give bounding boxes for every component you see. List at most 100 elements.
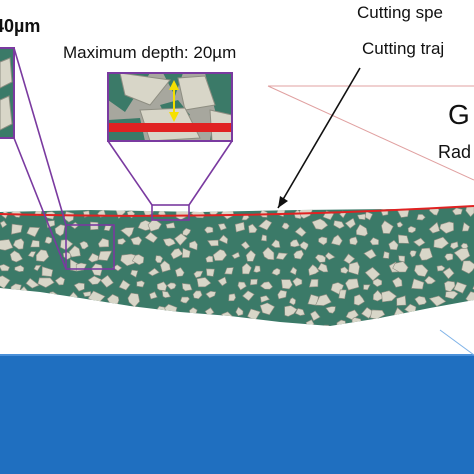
abrasive-grain — [37, 277, 55, 288]
abrasive-grain — [97, 237, 110, 248]
abrasive-grain — [416, 214, 426, 221]
abrasive-grain — [248, 223, 258, 234]
abrasive-grain — [428, 295, 447, 307]
abrasive-grain — [349, 236, 358, 246]
abrasive-grain — [75, 309, 88, 321]
abrasive-grain — [9, 250, 23, 263]
abrasive-grain — [324, 251, 336, 261]
abrasive-grain — [409, 250, 417, 258]
abrasive-grain — [54, 276, 66, 286]
abrasive-grain — [26, 226, 41, 238]
abrasive-grain — [357, 213, 366, 221]
abrasive-grain — [120, 227, 135, 238]
abrasive-grain — [363, 321, 375, 326]
abrasive-grain — [181, 283, 193, 292]
abrasive-grain — [105, 302, 119, 315]
abrasive-grain — [289, 297, 296, 306]
max-depth-source-box — [151, 204, 190, 221]
abrasive-grain — [196, 277, 212, 288]
abrasive-grain — [451, 207, 463, 216]
abrasive-grain — [472, 282, 474, 292]
abrasive-grain — [50, 302, 63, 316]
abrasive-grain — [217, 223, 227, 231]
abrasive-grain — [465, 206, 474, 218]
abrasive-grain — [228, 293, 237, 302]
abrasive-grain — [149, 291, 158, 300]
abrasive-grain — [136, 280, 145, 288]
abrasive-grain — [35, 303, 49, 318]
abrasive-grain — [33, 322, 40, 326]
abrasive-grain — [0, 239, 14, 251]
abrasive-grain — [254, 320, 269, 326]
abrasive-grain — [333, 220, 345, 229]
abrasive-grain — [174, 233, 188, 246]
abrasive-grain — [35, 249, 50, 262]
abrasive-grain — [277, 289, 288, 300]
cutting-zone-guide — [267, 85, 474, 181]
abrasive-grain — [396, 221, 404, 228]
abrasive-grain — [205, 290, 217, 299]
abrasive-grain — [396, 295, 407, 306]
abrasive-grain — [174, 267, 185, 277]
abrasive-grain — [33, 264, 42, 272]
abrasive-grain — [426, 323, 439, 326]
left-zoom-panel — [0, 48, 14, 138]
abrasive-grain — [456, 311, 465, 318]
abrasive-grain — [338, 289, 347, 300]
abrasive-grain — [149, 324, 160, 326]
abrasive-grain — [161, 290, 171, 299]
abrasive-grain — [307, 294, 319, 306]
abrasive-grain — [424, 275, 437, 285]
abrasive-grain — [258, 219, 273, 231]
abrasive-grain — [418, 247, 433, 261]
abrasive-grain — [209, 319, 222, 326]
abrasive-grain — [205, 255, 214, 263]
substrate-block — [0, 355, 474, 474]
abrasive-grain — [174, 324, 187, 326]
abrasive-grain — [414, 264, 429, 277]
abrasive-grain — [231, 251, 241, 260]
abrasive-grain — [83, 320, 95, 326]
abrasive-grain — [182, 227, 192, 237]
abrasive-grain — [428, 221, 441, 234]
abrasive-grain — [292, 277, 303, 287]
abrasive-grain — [398, 255, 406, 263]
abrasive-grain — [131, 254, 145, 266]
abrasive-grain — [439, 221, 454, 234]
abrasive-grain — [363, 284, 371, 291]
abrasive-grain — [345, 278, 360, 291]
abrasive-grain — [322, 324, 333, 326]
abrasive-grain — [180, 296, 190, 304]
abrasive-grain — [311, 218, 329, 231]
abrasive-grain — [83, 307, 97, 321]
abrasive-grain — [218, 234, 229, 245]
abrasive-grain — [62, 251, 72, 260]
abrasive-grain — [162, 237, 176, 247]
abrasive-grain — [79, 240, 89, 250]
abrasive-grain — [453, 281, 468, 294]
abrasive-grain — [212, 249, 228, 261]
abrasive-grain — [147, 267, 160, 277]
abrasive-grain — [262, 246, 275, 261]
abrasive-grain — [247, 308, 261, 321]
abrasive-grain — [460, 324, 473, 326]
cutting-trajectory-label: Cutting traj — [362, 39, 444, 58]
abrasive-grain — [442, 267, 455, 280]
abrasive-grain — [398, 322, 411, 326]
abrasive-grain — [87, 252, 99, 263]
abrasive-grain — [135, 306, 143, 315]
abrasive-grain — [193, 270, 204, 279]
abrasive-grain — [348, 261, 360, 276]
abrasive-grain — [289, 266, 298, 276]
abrasive-grain — [44, 236, 53, 245]
abrasive-grain — [355, 223, 368, 237]
abrasive-grain — [159, 260, 171, 273]
abrasive-grain — [11, 223, 23, 235]
abrasive-grain — [449, 241, 459, 250]
abrasive-grain — [63, 323, 78, 326]
abrasive-grain — [260, 295, 271, 303]
abrasive-grain — [460, 242, 469, 250]
abrasive-grain — [166, 282, 177, 290]
abrasive-grain — [461, 260, 474, 274]
